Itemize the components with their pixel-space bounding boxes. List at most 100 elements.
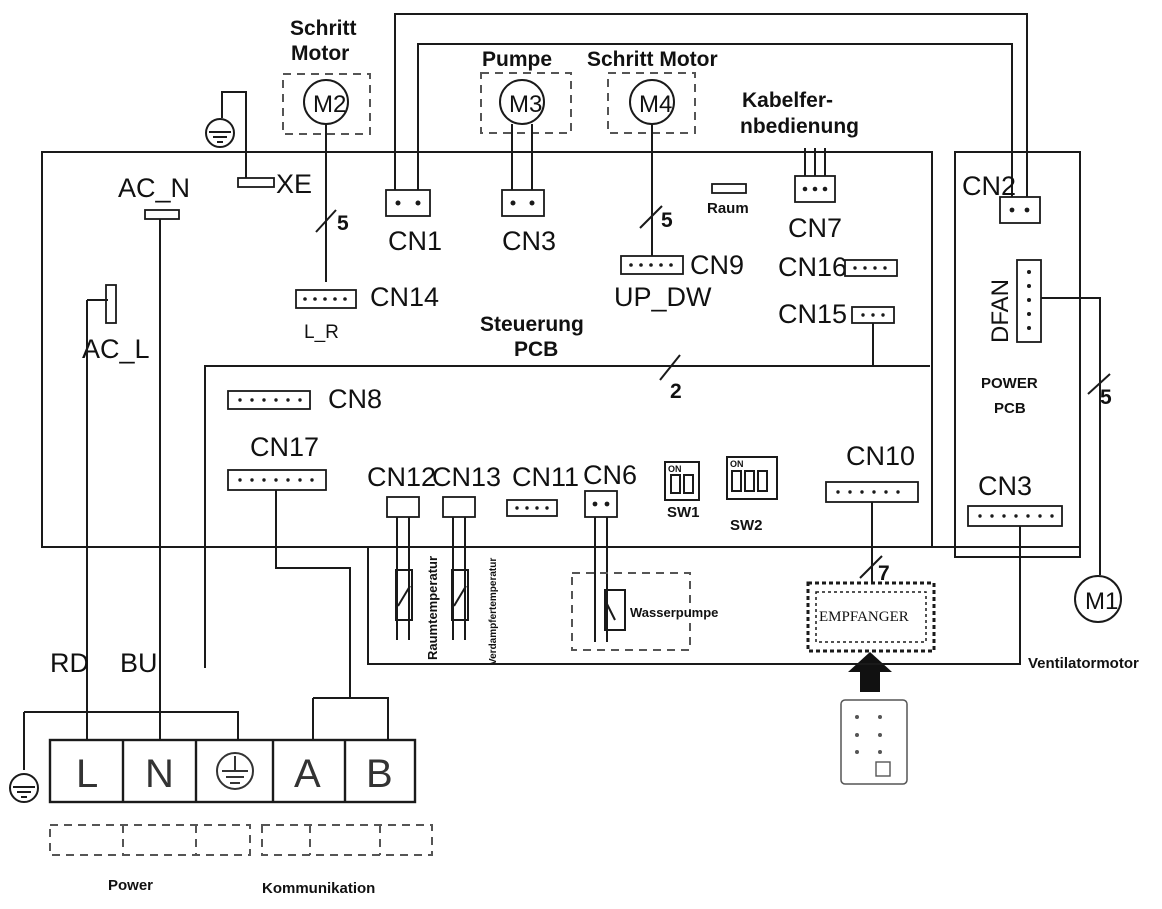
kommunikation-group-label: Kommunikation: [262, 880, 375, 897]
cn2-wire: [394, 13, 1028, 197]
cn3-label: CN3: [502, 226, 556, 256]
ac-n-label: AC_N: [118, 173, 190, 203]
m1-label: M1: [1085, 588, 1118, 615]
signal-arrow-icon: [848, 652, 892, 692]
cn14-wire-count: 5: [337, 212, 349, 235]
cn16-connector: [844, 259, 898, 277]
cn3-power-label: CN3: [978, 471, 1032, 501]
steuerung-label-1: Steuerung: [480, 313, 584, 336]
wasserpumpe-symbol: [606, 603, 616, 621]
cn3-connector: [501, 189, 545, 217]
terminal-n: N: [145, 752, 174, 796]
rd-wire: [86, 299, 108, 712]
cn13-label: CN13: [432, 462, 501, 492]
cn15-wire-count: 2: [670, 380, 682, 403]
empfanger-label: EMPFANGER: [819, 609, 909, 625]
ac-l-terminal: [105, 284, 117, 324]
power-cn3-wire: [367, 526, 1021, 665]
m2-title-1: Schritt: [290, 17, 357, 40]
steuerung-label-2: PCB: [514, 338, 558, 361]
m2-housing: [282, 73, 371, 135]
remote-control-icon: [840, 699, 908, 785]
cn12-label: CN12: [367, 462, 436, 492]
m3-title: Pumpe: [482, 48, 552, 71]
rd-label: RD: [50, 648, 89, 678]
cn13-connector: [442, 496, 476, 518]
terminal-b: B: [366, 752, 393, 796]
power-pcb-label-2: PCB: [994, 400, 1026, 417]
terminal-earth-icon: [216, 752, 254, 790]
raum-sensor: [711, 183, 747, 194]
wasserpumpe-label: Wasserpumpe: [630, 605, 718, 620]
terminal-block: [48, 738, 417, 804]
cn2-label: CN2: [962, 171, 1016, 201]
earth-icon: [9, 773, 39, 803]
l-r-label: L_R: [304, 322, 339, 343]
dfan-wire: [1041, 297, 1101, 575]
sw1-label: SW1: [667, 504, 700, 521]
wasserpumpe-housing: [571, 572, 691, 651]
kommunikation-wires: [312, 697, 389, 740]
wasserpumpe-icon: [604, 589, 626, 631]
cn1-wire: [417, 43, 1013, 197]
cn11-connector: [506, 499, 558, 517]
power-pcb-board: [954, 151, 1081, 558]
sw1-on-label: ON: [668, 464, 682, 474]
xe-label: XE: [276, 169, 312, 199]
raum-label: Raum: [707, 200, 749, 217]
cn1-connector: [385, 189, 431, 217]
cn10-wire-count: 7: [878, 562, 890, 585]
m2-label: M2: [313, 91, 346, 118]
cn9-label: CN9: [690, 250, 744, 280]
m1-motor-icon: [1074, 575, 1122, 623]
cn6-wires: [594, 517, 608, 642]
m2-title-2: Motor: [291, 42, 349, 65]
ac-n-terminal: [144, 209, 180, 220]
cn15-label: CN15: [778, 299, 847, 329]
cn7-label: CN7: [788, 213, 842, 243]
m4-title: Schritt Motor: [587, 48, 718, 71]
terminal-l: L: [76, 752, 98, 796]
raumtemperatur-label: Raumtemperatur: [425, 556, 440, 660]
power-group-outline: [49, 824, 251, 856]
power-supply-wires: [23, 711, 239, 770]
steuerung-pcb-board: [41, 151, 933, 548]
bu-label: BU: [120, 648, 158, 678]
dfan-label: DFAN: [987, 279, 1014, 343]
cn7-wires: [804, 148, 826, 176]
cn8-connector: [227, 390, 311, 410]
m3-label: M3: [509, 91, 542, 118]
kabel-label-1: Kabelfer-: [742, 89, 833, 112]
cn10-label: CN10: [846, 441, 915, 471]
cn16-label: CN16: [778, 252, 847, 282]
dfan-wire-count: 5: [1100, 386, 1112, 409]
empfanger-box: [806, 581, 936, 653]
ac-l-label: AC_L: [82, 334, 150, 364]
cn12-connector: [386, 496, 420, 518]
xe-earth-wire: [221, 91, 247, 183]
sw2-on-label: ON: [730, 459, 744, 469]
m3-motor-icon: [499, 79, 545, 125]
cn9-wire-count: 5: [661, 209, 673, 232]
cn9-wire-slash: [639, 205, 663, 229]
cn2-connector: [999, 196, 1041, 224]
cn6-connector: [584, 490, 618, 518]
cn10-wire-slash: [859, 555, 883, 579]
power-group-label: Power: [108, 877, 153, 894]
earth-icon: [205, 118, 235, 148]
cn1-label: CN1: [388, 226, 442, 256]
cn17-wire: [275, 490, 351, 698]
cn15-wire-slash: [659, 354, 681, 381]
m4-housing: [607, 72, 696, 134]
cn10-connector: [825, 481, 919, 503]
cn8-label: CN8: [328, 384, 382, 414]
sw2-label: SW2: [730, 517, 763, 534]
m3-housing: [480, 72, 572, 134]
cn11-label: CN11: [512, 462, 579, 492]
m4-label: M4: [639, 91, 672, 118]
cn6-label: CN6: [583, 460, 637, 490]
dfan-wire-slash: [1087, 373, 1111, 395]
power-pcb-label-1: POWER: [981, 375, 1038, 392]
